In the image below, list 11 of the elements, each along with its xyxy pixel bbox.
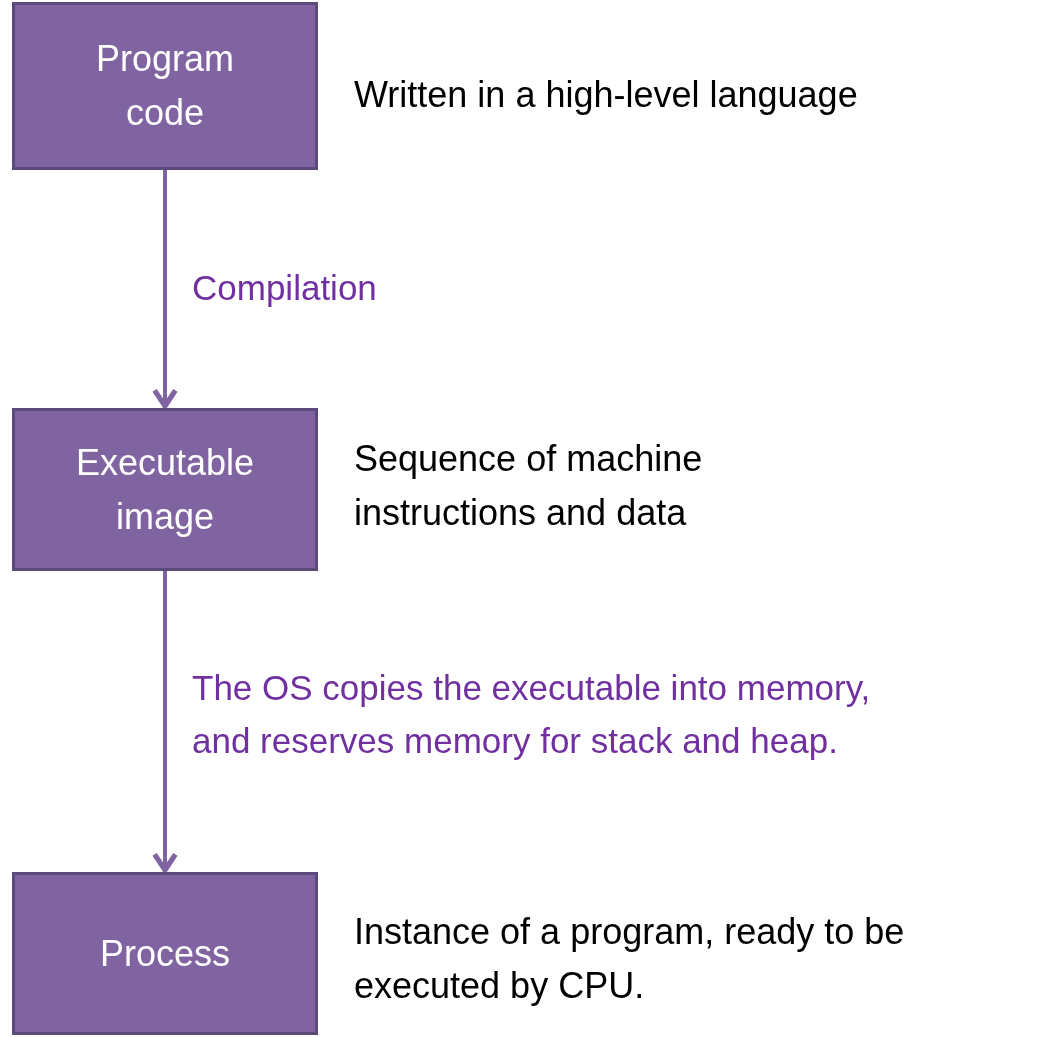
- box-label: Executable image: [74, 440, 256, 539]
- box-label: Program code: [94, 37, 235, 135]
- arrow: [152, 170, 178, 409]
- process-box: [12, 872, 318, 1035]
- description-text: Sequence of machine instructions and data: [354, 437, 704, 535]
- process-box: [12, 408, 318, 571]
- arrow: [152, 571, 178, 873]
- process-box: [12, 2, 318, 170]
- description-text: Written in a high-level language: [354, 73, 859, 117]
- description-text: Instance of a program, ready to be executed by CPU.: [354, 910, 906, 1008]
- box-label: Process: [99, 931, 230, 976]
